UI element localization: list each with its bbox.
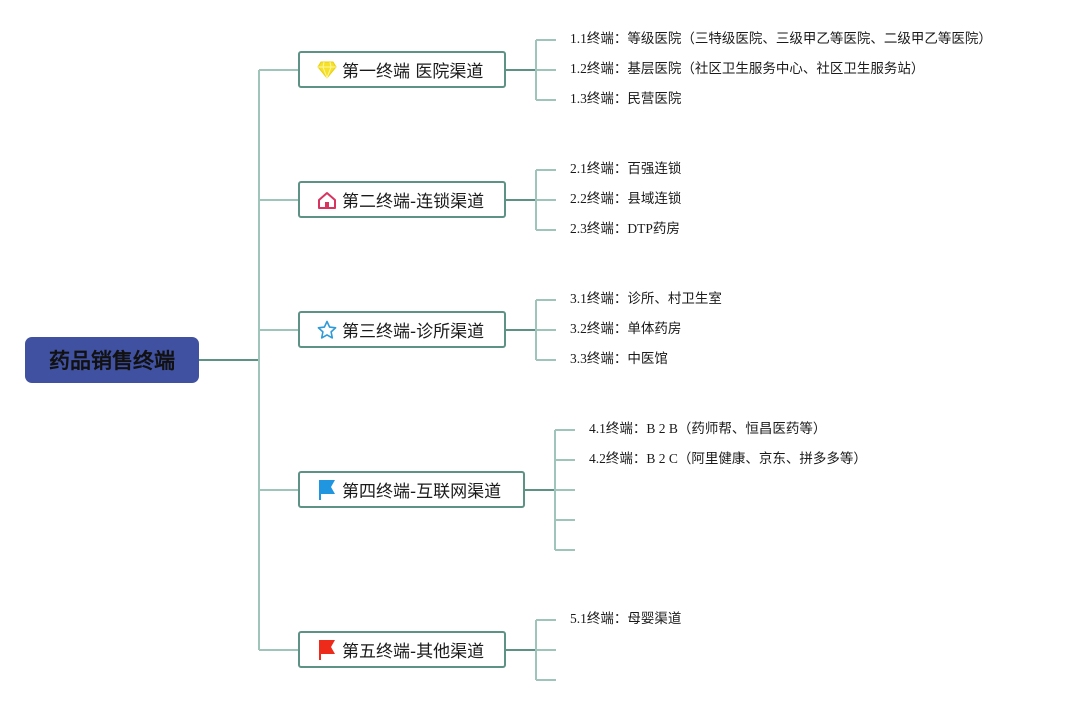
- flag-icon: [316, 479, 338, 501]
- leaf-topic[interactable]: 3.3终端：中医馆: [570, 351, 668, 366]
- star-icon: [316, 319, 338, 341]
- leaf-topic[interactable]: 3.2终端：单体药房: [570, 321, 682, 336]
- leaf-topic[interactable]: 3.1终端：诊所、村卫生室: [570, 291, 722, 306]
- branch-label: 第四终端-互联网渠道: [342, 482, 502, 502]
- flag-icon: [316, 639, 338, 661]
- leaf-topic[interactable]: 2.2终端：县域连锁: [570, 191, 682, 206]
- branch-label: 第一终端 医院渠道: [342, 62, 484, 82]
- diamond-icon: [316, 59, 338, 81]
- leaf-topic[interactable]: 4.1终端：B 2 B（药师帮、恒昌医药等）: [589, 421, 827, 436]
- leaf-topic[interactable]: 2.3终端：DTP药房: [570, 221, 680, 236]
- root-topic-label: 药品销售终端: [49, 349, 175, 373]
- branch-topic-1[interactable]: 第一终端 医院渠道: [298, 51, 506, 88]
- home-icon: [316, 189, 338, 211]
- branch-topic-3[interactable]: 第三终端-诊所渠道: [298, 311, 506, 348]
- branch-topic-5[interactable]: 第五终端-其他渠道: [298, 631, 506, 668]
- leaf-topic[interactable]: 1.1终端：等级医院（三特级医院、三级甲乙等医院、二级甲乙等医院）: [570, 31, 992, 46]
- leaf-topic[interactable]: 1.2终端：基层医院（社区卫生服务中心、社区卫生服务站）: [570, 61, 925, 76]
- leaf-topic[interactable]: 1.3终端：民营医院: [570, 91, 682, 106]
- branch-label: 第三终端-诊所渠道: [342, 322, 485, 342]
- branch-topic-4[interactable]: 第四终端-互联网渠道: [298, 471, 525, 508]
- root-topic[interactable]: 药品销售终端: [25, 337, 199, 383]
- leaf-topic[interactable]: 4.2终端：B 2 C（阿里健康、京东、拼多多等）: [589, 451, 867, 466]
- branch-topic-2[interactable]: 第二终端-连锁渠道: [298, 181, 506, 218]
- leaf-topic[interactable]: 2.1终端：百强连锁: [570, 161, 682, 176]
- branch-label: 第五终端-其他渠道: [342, 642, 485, 662]
- branch-label: 第二终端-连锁渠道: [342, 192, 485, 212]
- leaf-topic[interactable]: 5.1终端：母婴渠道: [570, 611, 682, 626]
